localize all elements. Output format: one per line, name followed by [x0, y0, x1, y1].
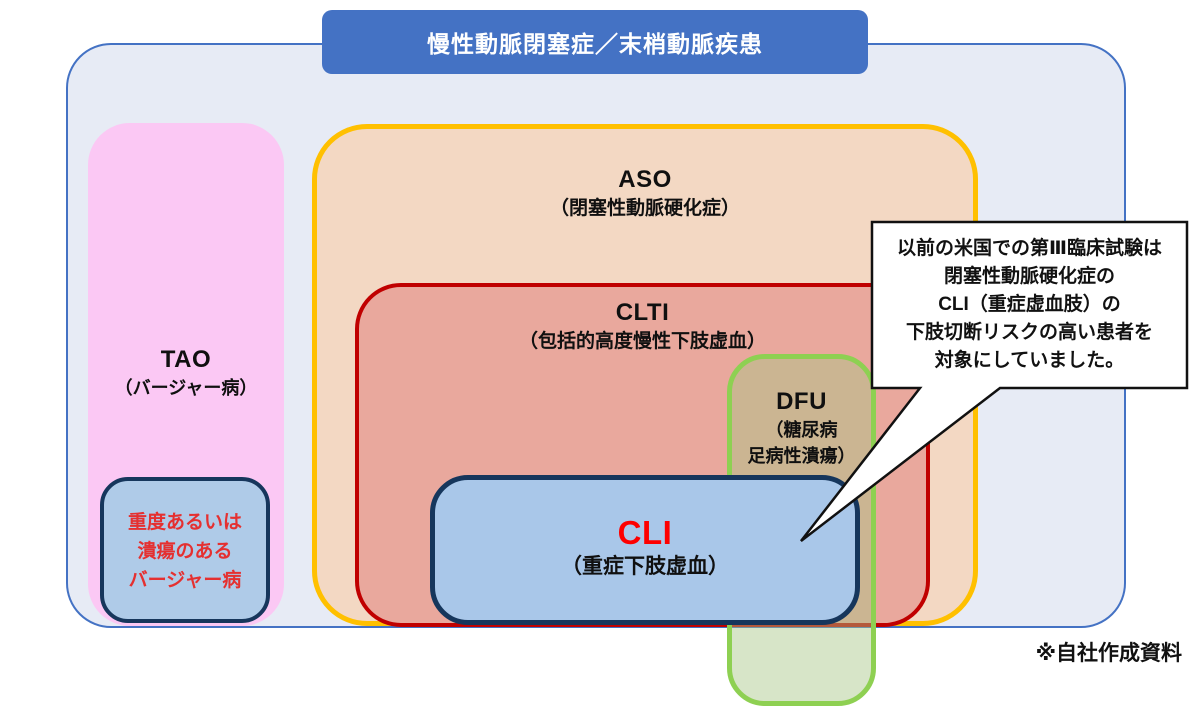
severe-buerger-region: 重度あるいは 潰瘍のある バージャー病 [100, 477, 270, 623]
dfu-abbr: DFU [776, 388, 827, 415]
aso-abbr: ASO [618, 166, 672, 193]
severe-buerger-label: 重度あるいは 潰瘍のある バージャー病 [104, 508, 266, 595]
aso-sub: （閉塞性動脈硬化症） [549, 198, 740, 219]
callout-line5: 対象にしていました。 [934, 350, 1125, 371]
title-banner: 慢性動脈閉塞症／末梢動脈疾患 [322, 10, 868, 74]
cli-label: CLI （重症下肢虚血） [435, 514, 855, 582]
dfu-label: DFU （糖尿病 足病性潰瘍） [732, 387, 871, 469]
cli-sub: （重症下肢虚血） [561, 555, 729, 578]
clti-label: CLTI （包括的高度慢性下肢虚血） [359, 298, 926, 355]
dfu-sub-line1: （糖尿病 [765, 420, 838, 440]
clti-abbr: CLTI [615, 299, 670, 326]
cli-region: CLI （重症下肢虚血） [430, 475, 860, 625]
callout-line1: 以前の米国での第Ⅲ臨床試験は [897, 238, 1162, 259]
source-note: ※自社作成資料 [1035, 642, 1182, 665]
cli-abbr: CLI [617, 514, 673, 551]
callout-line3: CLI（重症虚血肢）の [938, 294, 1121, 315]
diagram-title: 慢性動脈閉塞症／末梢動脈疾患 [427, 31, 763, 57]
severe-buerger-line2: 潰瘍のある [137, 541, 233, 562]
callout-note: 以前の米国での第Ⅲ臨床試験は 閉塞性動脈硬化症の CLI（重症虚血肢）の 下肢切… [872, 222, 1187, 388]
callout-line2: 閉塞性動脈硬化症の [943, 266, 1115, 287]
severe-buerger-line1: 重度あるいは [127, 512, 242, 533]
tao-label: TAO （バージャー病） [88, 345, 284, 402]
tao-sub: （バージャー病） [114, 378, 258, 398]
aso-label: ASO （閉塞性動脈硬化症） [317, 165, 973, 222]
tao-abbr: TAO [160, 346, 212, 373]
clti-sub: （包括的高度慢性下肢虚血） [518, 331, 766, 352]
severe-buerger-line3: バージャー病 [128, 570, 242, 591]
callout-line4: 下肢切断リスクの高い患者を [905, 322, 1153, 343]
dfu-sub-line2: 足病性潰瘍） [747, 446, 856, 466]
